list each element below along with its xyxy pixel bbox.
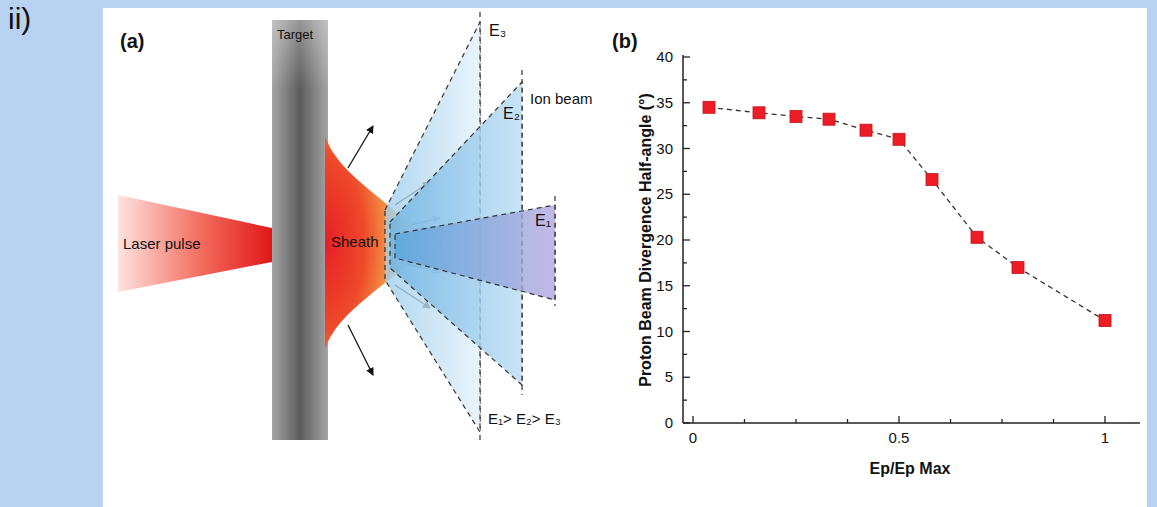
trend-line: [709, 107, 1105, 320]
ion-cone: E₁: [395, 203, 557, 302]
axis-tick: [847, 419, 848, 423]
axis-tick: [683, 216, 687, 217]
y-tick-label: 35: [656, 94, 673, 111]
y-tick-label: 0: [665, 414, 673, 431]
axis-tick: [683, 79, 687, 80]
axis-tick: [744, 419, 745, 423]
axis-tick: [683, 125, 687, 126]
node-label: Laser pulse: [123, 235, 201, 252]
target-slab: Target: [272, 20, 328, 440]
axis-tick: [692, 416, 693, 423]
axis-tick: [683, 308, 687, 309]
axis-tick: [683, 239, 690, 240]
axis-title: Proton Beam Divergence Half-angle (°): [637, 93, 655, 387]
axis-tick: [683, 56, 690, 57]
axis-tick: [683, 331, 690, 332]
axis-tick: [795, 419, 796, 423]
axis-tick: [950, 419, 951, 423]
axis-tick: [683, 262, 687, 263]
axis-tick: [683, 377, 690, 378]
axis-tick: [683, 148, 690, 149]
y-tick-label: 5: [665, 369, 673, 386]
axis-tick: [1053, 419, 1054, 423]
node-label: Sheath: [331, 233, 379, 250]
x-tick-label: 1: [1101, 429, 1109, 446]
data-points: [703, 101, 1111, 326]
scatter-chart: [683, 55, 1140, 423]
y-tick-label: 10: [656, 323, 673, 340]
axis-tick: [683, 102, 690, 103]
laser-pulse: Laser pulse: [118, 195, 272, 292]
y-tick-label: 20: [656, 231, 673, 248]
x-tick-label: 0: [689, 429, 697, 446]
laser-pulse-outline: [118, 195, 272, 292]
axis-tick: [1001, 419, 1002, 423]
panel-letter: (b): [612, 30, 638, 53]
panel-letter: (a): [120, 30, 144, 53]
axis-tick: [683, 285, 690, 286]
panel-number: ii): [8, 2, 31, 37]
node-label: E₃: [489, 22, 506, 40]
ion-cone-outline: [395, 205, 555, 300]
node-shape: [395, 203, 557, 302]
x-tick-label: 0.5: [889, 429, 910, 446]
axis-tick: [683, 399, 687, 400]
axis-title: Ep/Ep Max: [870, 460, 951, 478]
axis-tick: [683, 171, 687, 172]
node-label: Target: [277, 28, 313, 43]
axis-tick: [898, 416, 899, 423]
y-tick-label: 30: [656, 140, 673, 157]
beam-label: Ion beam: [530, 90, 593, 107]
energy-order: E₁> E₂> E₃: [488, 410, 561, 427]
axis-tick: [683, 422, 690, 423]
axis-tick: [683, 354, 687, 355]
node-label: E₁: [535, 212, 551, 230]
y-tick-label: 15: [656, 277, 673, 294]
node-label: E₂: [503, 105, 520, 123]
y-tick-label: 25: [656, 186, 673, 203]
y-tick-label: 40: [656, 48, 673, 65]
axis-tick: [683, 194, 690, 195]
axis-tick: [1104, 416, 1105, 423]
